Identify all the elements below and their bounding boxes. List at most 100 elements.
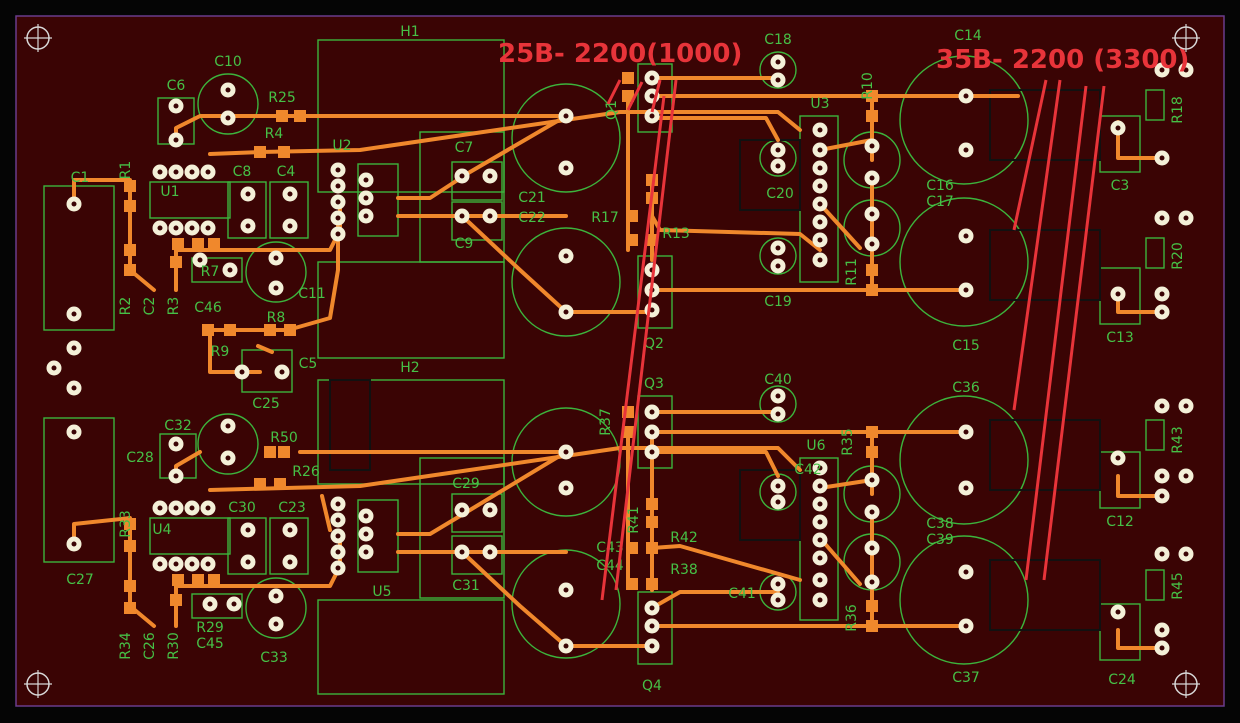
- smd-pad: [866, 426, 878, 438]
- c21-outline: [511, 83, 621, 193]
- bottom-layer-trace: [739, 139, 801, 211]
- drill-hole: [817, 237, 823, 243]
- annotation-capacitor-35v: 35B- 2200 (3300): [936, 45, 1189, 75]
- designator-h1: H1: [400, 24, 419, 40]
- drill-hole: [563, 113, 569, 119]
- drill-hole: [487, 507, 493, 513]
- designator-c14: C14: [954, 28, 982, 44]
- designator-c46: C46: [194, 300, 222, 316]
- drill-hole: [649, 605, 655, 611]
- designator-c19: C19: [764, 294, 792, 310]
- drill-hole: [363, 513, 369, 519]
- drill-hole: [963, 287, 969, 293]
- drill-hole: [1115, 125, 1121, 131]
- drill-hole: [649, 429, 655, 435]
- u1-outline: [149, 181, 231, 219]
- drill-hole: [335, 517, 341, 523]
- designator-u5: U5: [372, 584, 391, 600]
- copper-trace: [650, 214, 822, 252]
- r20-outline: [1145, 237, 1165, 269]
- designator-q4: Q4: [642, 678, 662, 694]
- drill-hole: [245, 527, 251, 533]
- designator-q3: Q3: [644, 376, 664, 392]
- c24-outline: [1099, 603, 1141, 661]
- designator-c4: C4: [277, 164, 296, 180]
- designator-c41: C41: [728, 586, 756, 602]
- copper-trace: [650, 116, 780, 142]
- designator-r8: R8: [267, 310, 286, 326]
- drill-hole: [649, 93, 655, 99]
- drill-hole: [157, 505, 163, 511]
- annotation-stroke: [606, 79, 622, 105]
- drill-hole: [189, 505, 195, 511]
- heatsink-h2: [317, 599, 505, 695]
- smd-pad: [622, 426, 634, 438]
- designator-c36: C36: [952, 380, 980, 396]
- smd-pad: [294, 110, 306, 122]
- designator-r34: R34: [118, 632, 134, 660]
- drill-hole: [649, 75, 655, 81]
- drill-hole: [1159, 403, 1165, 409]
- designator-u4: U4: [152, 522, 171, 538]
- designator-c38: C38: [926, 516, 954, 532]
- c40-outline: [759, 385, 797, 423]
- copper-trace: [650, 590, 780, 610]
- drill-hole: [71, 201, 77, 207]
- drill-hole: [869, 143, 875, 149]
- designator-r1: R1: [118, 161, 134, 180]
- designator-c22: C22: [518, 210, 546, 226]
- designator-r13: R13: [662, 226, 690, 242]
- drill-hole: [817, 219, 823, 225]
- smd-pad: [124, 602, 136, 614]
- drill-hole: [459, 173, 465, 179]
- drill-hole: [963, 569, 969, 575]
- c19-outline: [759, 237, 797, 275]
- drill-hole: [363, 549, 369, 555]
- annotation-stroke: [1012, 79, 1048, 231]
- smd-pad: [192, 238, 204, 250]
- smd-pad: [866, 600, 878, 612]
- drill-hole: [287, 559, 293, 565]
- copper-trace: [818, 202, 862, 250]
- copper-trace: [1116, 474, 1164, 498]
- drill-hole: [1159, 67, 1165, 73]
- c8-outline: [227, 181, 267, 239]
- drill-hole: [775, 163, 781, 169]
- heatsink-h2: [317, 379, 505, 485]
- drill-hole: [1159, 493, 1165, 499]
- copper-trace: [396, 114, 568, 200]
- designator-r30: R30: [166, 632, 182, 660]
- designator-r37: R37: [598, 408, 614, 436]
- annotation-capacitor-25v: 25B- 2200(1000): [498, 39, 742, 69]
- drill-hole: [869, 579, 875, 585]
- drill-hole: [775, 245, 781, 251]
- designator-h2: H2: [400, 360, 419, 376]
- smd-pad: [264, 446, 276, 458]
- c36-outline: [899, 395, 1029, 525]
- bottom-layer-trace: [989, 229, 1101, 301]
- designator-r9: R9: [211, 344, 230, 360]
- designator-c31: C31: [452, 578, 480, 594]
- designator-c29: C29: [452, 476, 480, 492]
- drill-hole: [1183, 67, 1189, 73]
- smd-pad: [866, 284, 878, 296]
- drill-hole: [363, 531, 369, 537]
- drill-hole: [1159, 215, 1165, 221]
- smd-pad: [264, 324, 276, 336]
- designator-c9: C9: [455, 236, 474, 252]
- drill-hole: [963, 93, 969, 99]
- copper-trace: [458, 548, 654, 648]
- drill-hole: [157, 561, 163, 567]
- designator-r45: R45: [1170, 572, 1186, 600]
- annotation-stroke: [626, 81, 644, 111]
- drill-hole: [963, 485, 969, 491]
- drill-hole: [963, 233, 969, 239]
- drill-hole: [563, 309, 569, 315]
- drill-hole: [173, 561, 179, 567]
- copper-trace: [396, 450, 568, 536]
- drill-hole: [173, 473, 179, 479]
- drill-hole: [51, 365, 57, 371]
- designator-c23: C23: [278, 500, 306, 516]
- smd-pad: [284, 324, 296, 336]
